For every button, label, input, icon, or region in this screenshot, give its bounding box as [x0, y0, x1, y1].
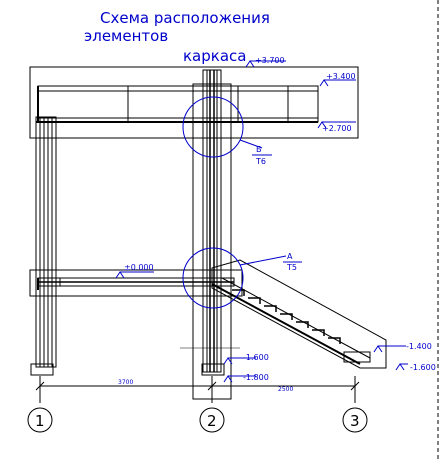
title-line-2: элементов [84, 27, 168, 45]
dimension-tick [350, 381, 360, 391]
level-mark-mid-right-symbol [317, 121, 356, 129]
detail-callout-a: А Т5 [182, 247, 302, 309]
axis-1-bubble [27, 407, 53, 433]
column-1-base-plate [30, 363, 54, 376]
floor-beam [37, 277, 235, 290]
upper-level-outline [29, 66, 359, 139]
axis-3-label: 3 [350, 412, 360, 430]
stair-stringer [221, 277, 371, 359]
stair-landing-block [343, 351, 371, 363]
axis-3-bubble [342, 407, 368, 433]
level-col-base-2: -1.800 [243, 373, 269, 382]
column-1 [30, 116, 57, 376]
dimension-tick [207, 381, 217, 391]
level-marks: +3.700 +3.400 +2.700 ±0.000 -1.600 -1.80… [115, 56, 436, 383]
level-mark-stair-base-1-symbol [373, 345, 406, 353]
level-mark-col-base-2-symbol [223, 375, 256, 383]
frame-outlines [29, 66, 359, 400]
detail-b-letter: Б [256, 145, 262, 154]
axis-2-bubble [199, 407, 225, 433]
detail-b-circle [182, 96, 244, 158]
level-mark-stair-base-2-symbol [395, 363, 408, 371]
column-2-base-plate [201, 363, 225, 376]
level-mid-right: +2.700 [322, 124, 352, 133]
detail-a-leader [239, 255, 287, 266]
axis-2-label: 2 [207, 412, 217, 430]
level-mark-col-base-1-symbol [223, 357, 256, 365]
dimension-span-2-3: 2500 [278, 386, 293, 393]
upper-beam [36, 85, 319, 123]
detail-a-letter: А [287, 252, 293, 261]
detail-callout-b: Б Т6 [182, 96, 272, 166]
dimension-span-1-2: 3700 [118, 379, 133, 386]
level-col-base-1: -1.600 [243, 353, 269, 362]
detail-a-circle [182, 247, 244, 309]
level-mark-floor-symbol [115, 271, 154, 279]
stair [211, 259, 387, 369]
detail-a-sheet: Т5 [286, 263, 297, 272]
dimension-line: 3700 2500 [35, 376, 360, 403]
stair-stringer [211, 283, 361, 365]
column-2 [180, 69, 240, 376]
stair-outline [211, 259, 387, 369]
level-top: +3.700 [255, 56, 285, 65]
column-2-body [202, 69, 222, 373]
level-stair-base-2: -1.600 [410, 363, 436, 372]
level-stair-base-1: -1.400 [406, 342, 432, 351]
column-2-outline [192, 83, 232, 400]
dimension-tick [35, 381, 45, 391]
title-line-1: Схема расположения [100, 9, 270, 27]
level-floor: ±0.000 [124, 263, 154, 272]
axis-1-label: 1 [35, 412, 45, 430]
detail-b-leader [239, 139, 263, 149]
level-mark-top-symbol [245, 60, 286, 68]
level-upper-right: +3.400 [326, 72, 356, 81]
title-line-3: каркаса [183, 47, 246, 65]
column-1-outline [35, 116, 57, 368]
stair-treads [232, 289, 341, 344]
axis-markers: 1 2 3 [27, 407, 368, 433]
floor-level-outline [29, 269, 243, 297]
level-mark-upper-right-symbol [319, 79, 356, 87]
detail-b-sheet: Т6 [255, 157, 266, 166]
drawing-title: Схема расположения элементов каркаса [84, 9, 270, 65]
